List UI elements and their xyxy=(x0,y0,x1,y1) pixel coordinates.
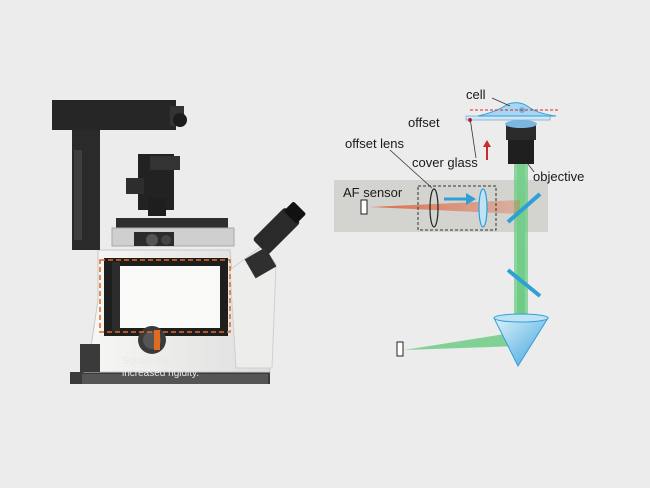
dichroic-mirror-upper xyxy=(506,192,542,224)
camera-detector xyxy=(396,341,404,357)
dichroic-mirror-lower xyxy=(506,268,542,298)
cell-shape xyxy=(477,102,557,117)
offset-arrow xyxy=(483,140,491,160)
cover-glass xyxy=(465,115,551,121)
stage xyxy=(116,218,228,228)
caption-line-2: increased rigidity. xyxy=(122,368,200,379)
label-cover-glass: cover glass xyxy=(412,155,478,170)
objective-lens xyxy=(505,120,537,164)
optical-diagram xyxy=(334,97,560,368)
label-objective: objective xyxy=(533,169,585,184)
offset-lens xyxy=(429,188,439,228)
square-frame xyxy=(104,258,228,336)
microscope xyxy=(52,100,306,384)
movement-arrow xyxy=(444,193,476,205)
label-cell: cell xyxy=(466,87,486,102)
caption: Square frame for increased rigidity. xyxy=(122,356,232,380)
frame-highlight xyxy=(99,259,231,333)
caption-line-1: Square frame for xyxy=(122,356,198,367)
label-offset: offset xyxy=(408,115,440,130)
label-offset-lens: offset lens xyxy=(345,136,405,151)
green-beam-horizontal xyxy=(404,332,518,350)
blue-lens xyxy=(478,188,488,228)
top-arm xyxy=(52,100,176,130)
prism xyxy=(493,313,549,368)
label-af-sensor: AF sensor xyxy=(343,185,403,200)
offset-lens-box xyxy=(417,185,497,231)
eyepiece xyxy=(253,202,306,254)
af-sensor-detector xyxy=(360,199,368,215)
